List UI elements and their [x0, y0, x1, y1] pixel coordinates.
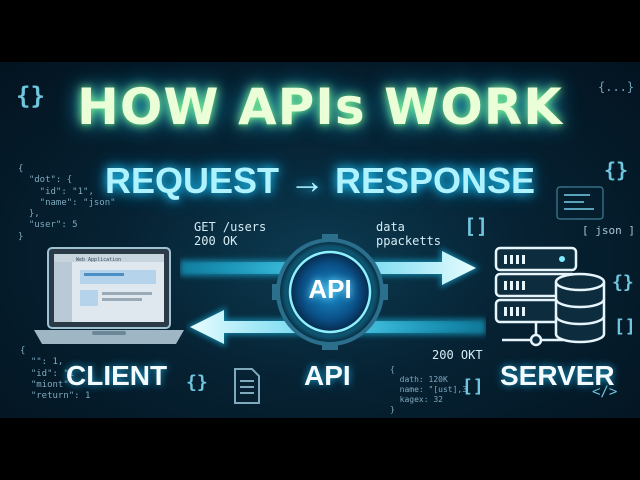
- laptop-screen-title: Web Application: [76, 257, 122, 263]
- code-tag: </>: [592, 384, 618, 400]
- braces-icon-top-left: {}: [16, 82, 45, 110]
- brackets-icon-upper: []: [464, 214, 489, 238]
- api-hub-icon: [272, 234, 388, 350]
- client-label: CLIENT: [66, 360, 168, 391]
- code-lines-icon: [556, 186, 604, 220]
- code-snippet-left-top: { "dot": { "id": "1", "name": "json" }, …: [18, 164, 116, 242]
- brackets-icon-lower: []: [462, 376, 484, 397]
- braces-icon-right-upper: {}: [604, 158, 629, 182]
- database-icon: [554, 272, 606, 344]
- dots-tag: {...}: [598, 80, 635, 94]
- response-text: 200 OKT: [432, 348, 483, 362]
- main-title: HOW APIs WORK: [77, 78, 563, 136]
- braces-icon-bottom-left: {}: [186, 372, 208, 393]
- code-snippet-left-bottom: { "": 1, "id": "1 "miont" "return": 1: [20, 346, 91, 401]
- api-hub-label: API: [308, 274, 352, 304]
- subtitle: REQUEST → RESPONSE: [104, 160, 536, 201]
- request-text-line1: GET /users: [194, 220, 267, 234]
- laptop-icon: [34, 247, 184, 344]
- data-text-line1: data: [376, 220, 405, 234]
- request-text-line2: 200 OK: [194, 234, 238, 248]
- brackets-icon-right: []: [614, 316, 636, 337]
- code-snippet-right-bottom: { dath: 120K name: "[ust],3 kagex: 32 }: [390, 365, 468, 414]
- document-icon: [234, 368, 260, 404]
- server-label: SERVER: [500, 360, 615, 391]
- json-tag: [ json ]: [582, 224, 635, 237]
- api-label: API: [304, 360, 351, 391]
- data-text-line2: ppacketts: [376, 234, 442, 248]
- braces-icon-right-mid: {}: [612, 272, 634, 293]
